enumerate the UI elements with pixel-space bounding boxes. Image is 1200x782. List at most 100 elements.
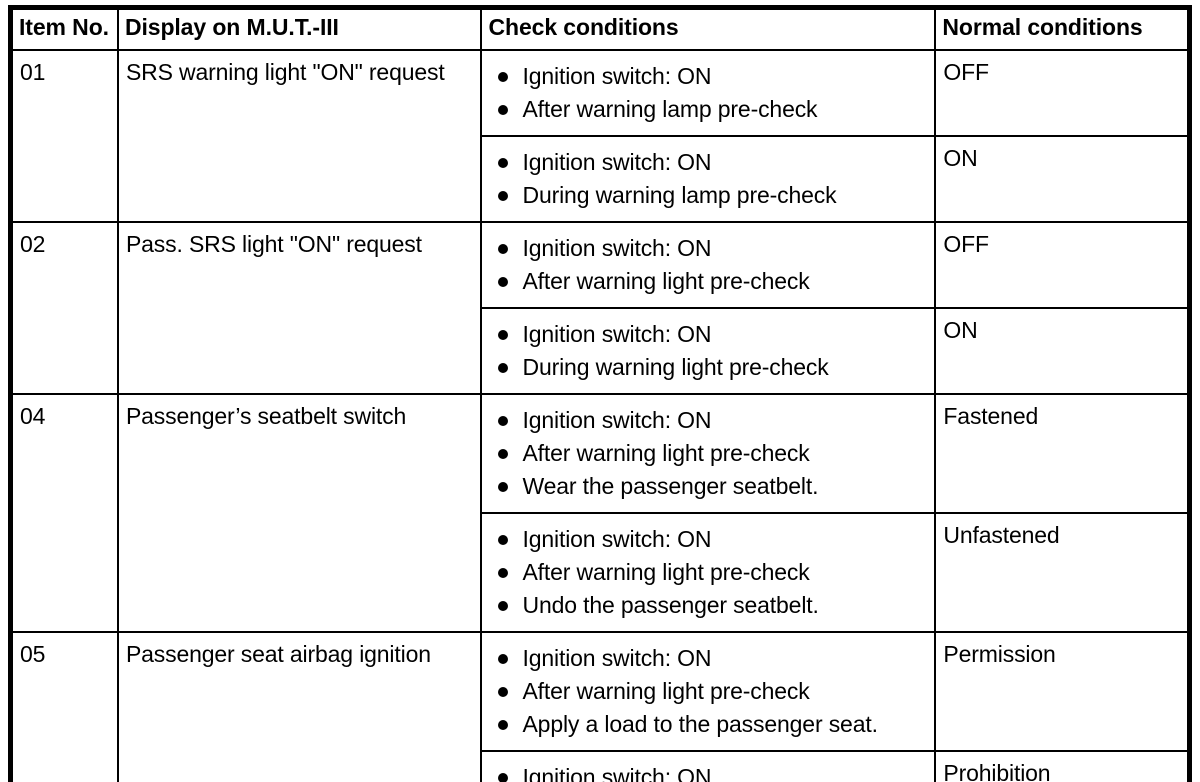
column-header-normal-conditions: Normal conditions (934, 6, 1191, 51)
bullet-dot-icon (498, 535, 509, 545)
check-condition-text: Ignition switch: ON (522, 526, 712, 552)
check-conditions-list: Ignition switch: ON During warning light … (482, 309, 934, 393)
table-row: Ignition switch: ON During warning lamp p… (11, 135, 1191, 223)
cell-check-conditions: Ignition switch: ON After warning light p… (480, 393, 937, 514)
bullet-dot-icon (498, 773, 509, 782)
list-item: Ignition switch: ON (482, 60, 934, 93)
check-condition-text: Ignition switch: ON (522, 645, 712, 671)
check-condition-text: After warning lamp pre-check (522, 96, 818, 122)
cell-normal-condition: OFF (934, 49, 1191, 137)
check-condition-text: Apply a load to the passenger seat. (522, 711, 878, 737)
bullet-dot-icon (498, 72, 509, 82)
cell-item-no: 01 (9, 49, 119, 223)
list-item: Ignition switch: ON (482, 404, 934, 437)
column-header-display: Display on M.U.T.-III (116, 6, 483, 51)
bullet-dot-icon (498, 277, 509, 287)
cell-display-name: Passenger seat airbag ignition (116, 631, 483, 782)
list-item: Wear the passenger seatbelt. (482, 470, 934, 503)
check-conditions-list: Ignition switch: ON After warning light p… (482, 514, 934, 631)
cell-display-name: SRS warning light "ON" request (116, 49, 483, 223)
check-condition-text: Ignition switch: ON (522, 149, 712, 175)
check-condition-text: During warning lamp pre-check (522, 182, 837, 208)
item-no-value: 04 (20, 403, 46, 429)
diagnostic-item-table: Item No. Display on M.U.T.-III Check con… (8, 5, 1192, 782)
check-condition-text: Ignition switch: ON (522, 235, 712, 261)
column-header-item-no-label: Item No. (19, 14, 109, 40)
cell-check-conditions: Ignition switch: ON After warning light p… (480, 221, 937, 309)
check-conditions-list: Ignition switch: ON After warning light p… (482, 395, 934, 512)
bullet-dot-icon (498, 568, 509, 578)
display-name-value: Passenger seat airbag ignition (125, 641, 431, 667)
check-conditions-list: Ignition switch: ON After warning lamp pr… (482, 51, 934, 135)
item-no-value: 02 (20, 231, 46, 257)
normal-condition-value: OFF (943, 231, 989, 257)
list-item: After warning light pre-check (482, 556, 934, 589)
check-conditions-list: Ignition switch: ON After warning light p… (482, 223, 934, 307)
display-name-value: SRS warning light "ON" request (125, 59, 445, 85)
bullet-dot-icon (498, 158, 509, 168)
normal-condition-value: OFF (943, 59, 989, 85)
table-row: Ignition switch: ON During warning light … (11, 307, 1191, 395)
item-no-value: 01 (20, 59, 46, 85)
cell-check-conditions: Ignition switch: ON During warning light … (480, 307, 937, 395)
check-condition-text: After warning light pre-check (522, 268, 810, 294)
check-condition-text: Ignition switch: ON (522, 63, 712, 89)
cell-normal-condition: ON (934, 135, 1191, 223)
normal-condition-value: ON (943, 145, 978, 171)
check-condition-text: Wear the passenger seatbelt. (522, 473, 819, 499)
list-item: Ignition switch: ON (482, 642, 934, 675)
check-condition-text: After warning light pre-check (522, 678, 810, 704)
column-header-normal-conditions-label: Normal conditions (942, 14, 1143, 40)
list-item: After warning light pre-check (482, 265, 934, 298)
cell-normal-condition: Permission (934, 631, 1191, 752)
normal-condition-value: Prohibition (943, 760, 1051, 782)
check-condition-text: After warning light pre-check (522, 440, 810, 466)
list-item: Ignition switch: ON (482, 318, 934, 351)
check-condition-text: Ignition switch: ON (522, 764, 712, 782)
bullet-dot-icon (498, 416, 509, 426)
cell-check-conditions: Ignition switch: ON During warning lamp p… (480, 135, 937, 223)
column-header-item-no: Item No. (9, 6, 119, 51)
check-condition-text: Ignition switch: ON (522, 321, 712, 347)
cell-normal-condition: ON (934, 307, 1191, 395)
normal-condition-value: ON (943, 317, 978, 343)
cell-item-no: 05 (9, 631, 119, 782)
list-item: During warning light pre-check (482, 351, 934, 384)
check-condition-text: After warning light pre-check (522, 559, 810, 585)
column-header-check-conditions-label: Check conditions (488, 14, 679, 40)
list-item: After warning lamp pre-check (482, 93, 934, 126)
list-item: Ignition switch: ON (482, 761, 934, 782)
column-header-check-conditions: Check conditions (480, 6, 937, 51)
list-item: Apply a load to the passenger seat. (482, 708, 934, 741)
cell-normal-condition: Prohibition (934, 750, 1191, 782)
bullet-dot-icon (498, 687, 509, 697)
list-item: After warning light pre-check (482, 437, 934, 470)
cell-item-no: 02 (9, 221, 119, 395)
bullet-dot-icon (498, 482, 509, 492)
list-item: Ignition switch: ON (482, 523, 934, 556)
cell-item-no: 04 (9, 393, 119, 633)
check-condition-text: Ignition switch: ON (522, 407, 712, 433)
list-item: After warning light pre-check (482, 675, 934, 708)
cell-normal-condition: OFF (934, 221, 1191, 309)
normal-condition-value: Unfastened (943, 522, 1060, 548)
check-condition-text: During warning light pre-check (522, 354, 829, 380)
check-conditions-list: Ignition switch: ON During warning lamp p… (482, 137, 934, 221)
item-no-value: 05 (20, 641, 46, 667)
display-name-value: Pass. SRS light "ON" request (125, 231, 422, 257)
cell-display-name: Passenger’s seatbelt switch (116, 393, 483, 633)
normal-condition-value: Permission (943, 641, 1056, 667)
bullet-dot-icon (498, 244, 509, 254)
bullet-dot-icon (498, 363, 509, 373)
bullet-dot-icon (498, 330, 509, 340)
cell-check-conditions: Ignition switch: ON After warning light p… (480, 631, 937, 752)
cell-display-name: Pass. SRS light "ON" request (116, 221, 483, 395)
bullet-dot-icon (498, 191, 509, 201)
column-header-display-label: Display on M.U.T.-III (124, 14, 339, 40)
